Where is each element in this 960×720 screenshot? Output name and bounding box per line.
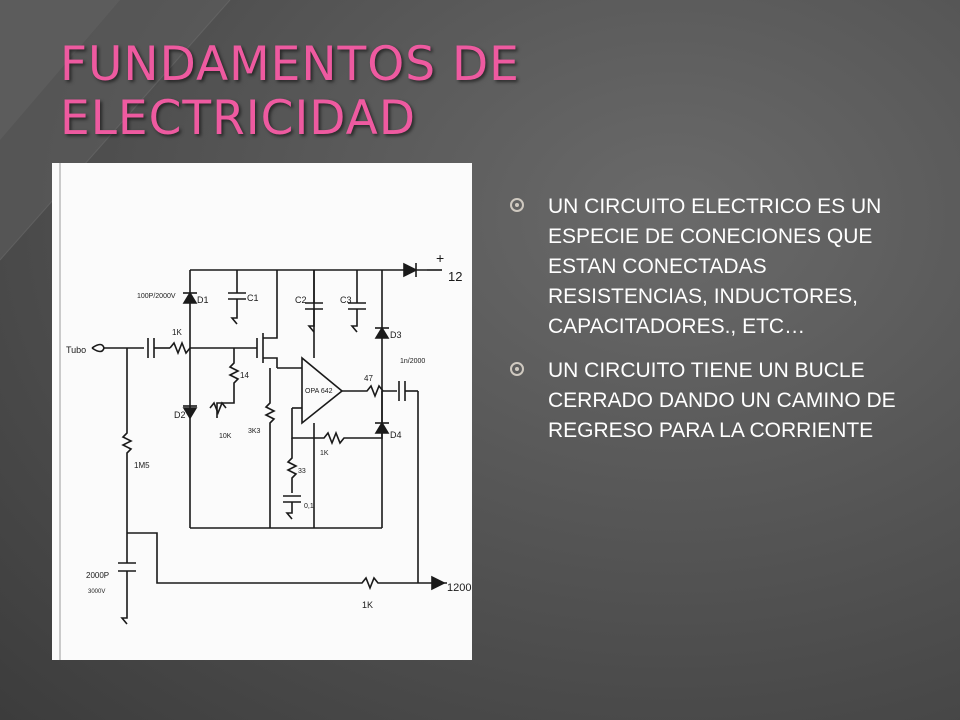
diode-top-supply <box>403 262 418 278</box>
label-opa: OPA 642 <box>305 388 333 395</box>
tubo-connector <box>91 343 105 353</box>
opamp-symbol <box>301 356 344 425</box>
slide-title: FUNDAMENTOS DE ELECTRICIDAD <box>60 38 680 146</box>
resistor-1k <box>169 340 191 356</box>
bullet-circle-icon <box>510 362 524 376</box>
label-c2: C2 <box>295 295 307 305</box>
label-cap-out: 1n/2000 <box>400 358 425 365</box>
bullet-item: UN CIRCUITO TIENE UN BUCLE CERRADO DANDO… <box>508 356 918 446</box>
label-c3: C3 <box>340 295 352 305</box>
label-cap-2000p: 2000P <box>86 571 109 580</box>
label-r-33: 33 <box>298 468 306 475</box>
label-r-47: 47 <box>364 374 373 383</box>
label-r-1k-bottom: 1K <box>362 600 373 610</box>
label-v12: 12 <box>448 269 462 284</box>
label-cap-in: 100P/2000V <box>137 293 176 300</box>
label-c1: C1 <box>247 293 259 303</box>
circuit-schematic-image: Tubo 100P/2000V 1K D1 C1 C2 C3 14 D2 10K… <box>52 163 472 660</box>
label-pot-10k: 10K <box>219 433 232 440</box>
circuit-schematic: Tubo 100P/2000V 1K D1 C1 C2 C3 14 D2 10K… <box>59 163 471 660</box>
label-r-1k-fb: 1K <box>320 450 329 457</box>
label-r-1m5: 1M5 <box>134 461 150 470</box>
label-r-3k3: 3K3 <box>248 428 261 435</box>
label-r-14: 14 <box>240 371 249 380</box>
label-plus: + <box>436 250 444 266</box>
label-tubo: Tubo <box>66 345 86 355</box>
title-line-2: ELECTRICIDAD <box>60 91 417 146</box>
bullet-list: UN CIRCUITO ELECTRICO ES UN ESPECIE DE C… <box>508 192 918 460</box>
bullet-item: UN CIRCUITO ELECTRICO ES UN ESPECIE DE C… <box>508 192 918 342</box>
bullet-text-2: UN CIRCUITO TIENE UN BUCLE CERRADO DANDO… <box>548 359 896 442</box>
title-line-1: FUNDAMENTOS DE <box>60 37 520 92</box>
label-cap-01: 0,1 <box>304 503 314 510</box>
label-d1: D1 <box>197 295 209 305</box>
label-d3: D3 <box>390 330 402 340</box>
bullet-circle-icon <box>510 198 524 212</box>
label-r-1k: 1K <box>172 328 182 337</box>
bullet-text-1: UN CIRCUITO ELECTRICO ES UN ESPECIE DE C… <box>548 195 882 338</box>
label-d2: D2 <box>174 410 186 420</box>
label-cap-2000p-voltage: 3000V <box>88 589 105 595</box>
label-v1200: 1200 <box>447 582 471 594</box>
label-d4: D4 <box>390 430 402 440</box>
